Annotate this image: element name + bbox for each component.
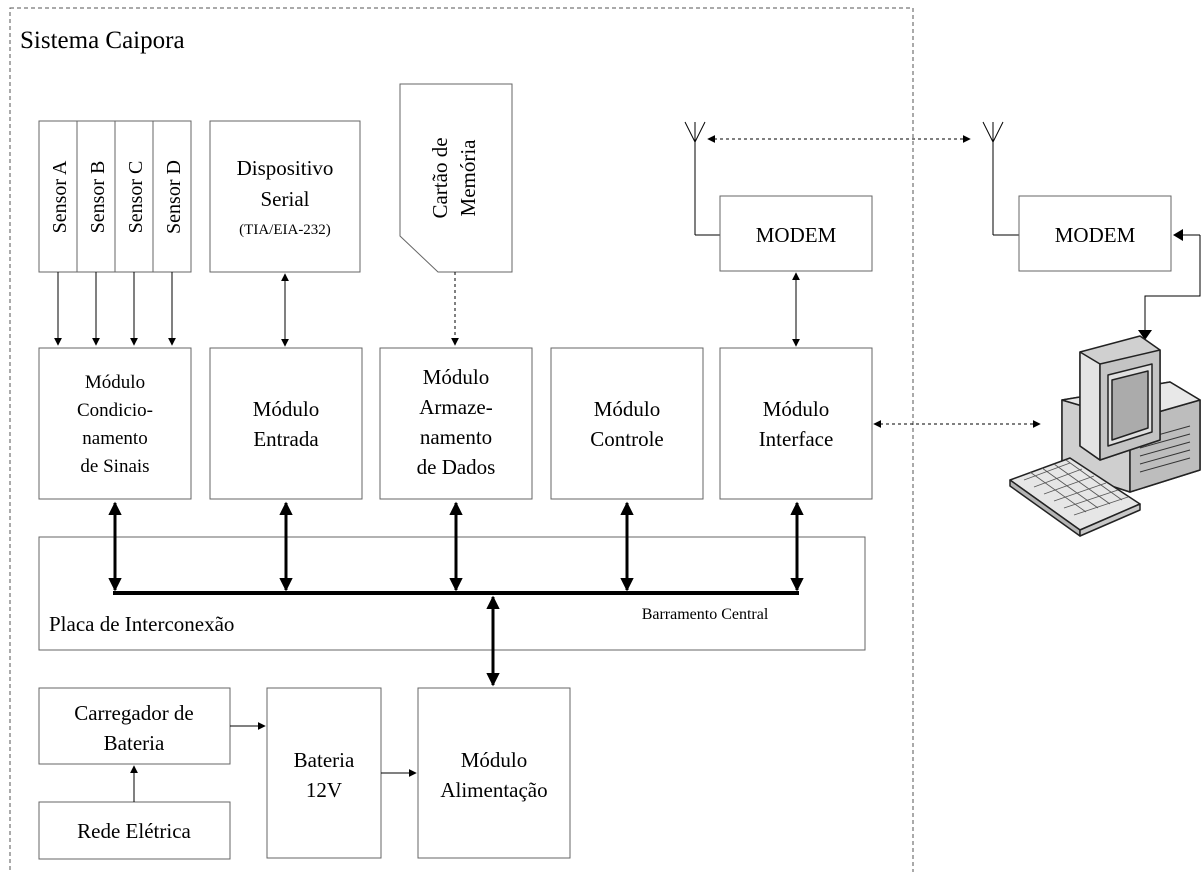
modem-local-label: MODEM xyxy=(756,223,837,247)
module-interface-box xyxy=(719,347,873,500)
sensor-b: Sensor B xyxy=(87,161,109,234)
antenna-icon xyxy=(982,121,1019,236)
sensor-a: Sensor A xyxy=(49,160,71,233)
module-interface-line2: Interface xyxy=(759,427,834,451)
battery-line2: 12V xyxy=(306,778,342,802)
module-input-line2: Entrada xyxy=(253,427,319,451)
grid-label: Rede Elétrica xyxy=(77,819,191,843)
charger-line1: Carregador de xyxy=(74,701,194,725)
serial-device-line3: (TIA/EIA-232) xyxy=(239,222,331,238)
antenna-icon xyxy=(684,121,720,236)
sensor-d: Sensor D xyxy=(163,160,185,234)
power-module-line1: Módulo xyxy=(461,748,528,772)
grid-box xyxy=(38,801,231,860)
module-storage-line1: Módulo xyxy=(423,365,490,389)
module-conditioning-line3: namento xyxy=(82,428,147,449)
interconnect-board-label: Placa de Interconexão xyxy=(49,612,234,636)
battery-line1: Bateria xyxy=(294,748,355,772)
module-interface-line1: Módulo xyxy=(763,397,830,421)
module-storage-line3: namento xyxy=(420,425,492,449)
modem-computer-link xyxy=(1144,235,1201,330)
module-control-line2: Controle xyxy=(590,427,664,451)
central-bus-label: Barramento Central xyxy=(642,606,769,623)
computer-icon xyxy=(1009,335,1201,537)
module-control-box xyxy=(550,347,704,500)
modem-remote-label: MODEM xyxy=(1055,223,1136,247)
sensor-group xyxy=(38,120,192,273)
module-storage-line2: Armaze- xyxy=(419,395,492,419)
module-conditioning-line2: Condicio- xyxy=(77,400,153,421)
system-boundary xyxy=(9,7,914,872)
charger-line2: Bateria xyxy=(104,731,165,755)
memory-card-line1: Cartão de xyxy=(428,137,452,218)
module-storage-line4: de Dados xyxy=(417,455,496,479)
power-module-box xyxy=(417,687,571,859)
module-conditioning-box xyxy=(38,347,192,500)
serial-device-line1: Dispositivo xyxy=(237,156,334,180)
module-control-line1: Módulo xyxy=(594,397,661,421)
module-input-line1: Módulo xyxy=(253,397,320,421)
sensor-c: Sensor C xyxy=(125,161,147,234)
battery-box xyxy=(266,687,382,859)
modem-local-box xyxy=(719,195,873,272)
sensor-arrows xyxy=(54,272,176,346)
system-title: Sistema Caipora xyxy=(20,27,185,54)
charger-box xyxy=(38,687,231,765)
module-storage-box xyxy=(379,347,533,500)
modem-remote-box xyxy=(1018,195,1172,272)
serial-device-box xyxy=(209,120,361,273)
memory-card-shape xyxy=(399,83,513,273)
bus-connectors xyxy=(108,501,804,687)
power-module-line2: Alimentação xyxy=(440,778,547,802)
memory-card-line2: Memória xyxy=(456,139,480,217)
serial-device-line2: Serial xyxy=(261,187,310,211)
module-conditioning-line4: de Sinais xyxy=(80,456,149,477)
module-conditioning-line1: Módulo xyxy=(85,372,145,393)
module-input-box xyxy=(209,347,363,500)
